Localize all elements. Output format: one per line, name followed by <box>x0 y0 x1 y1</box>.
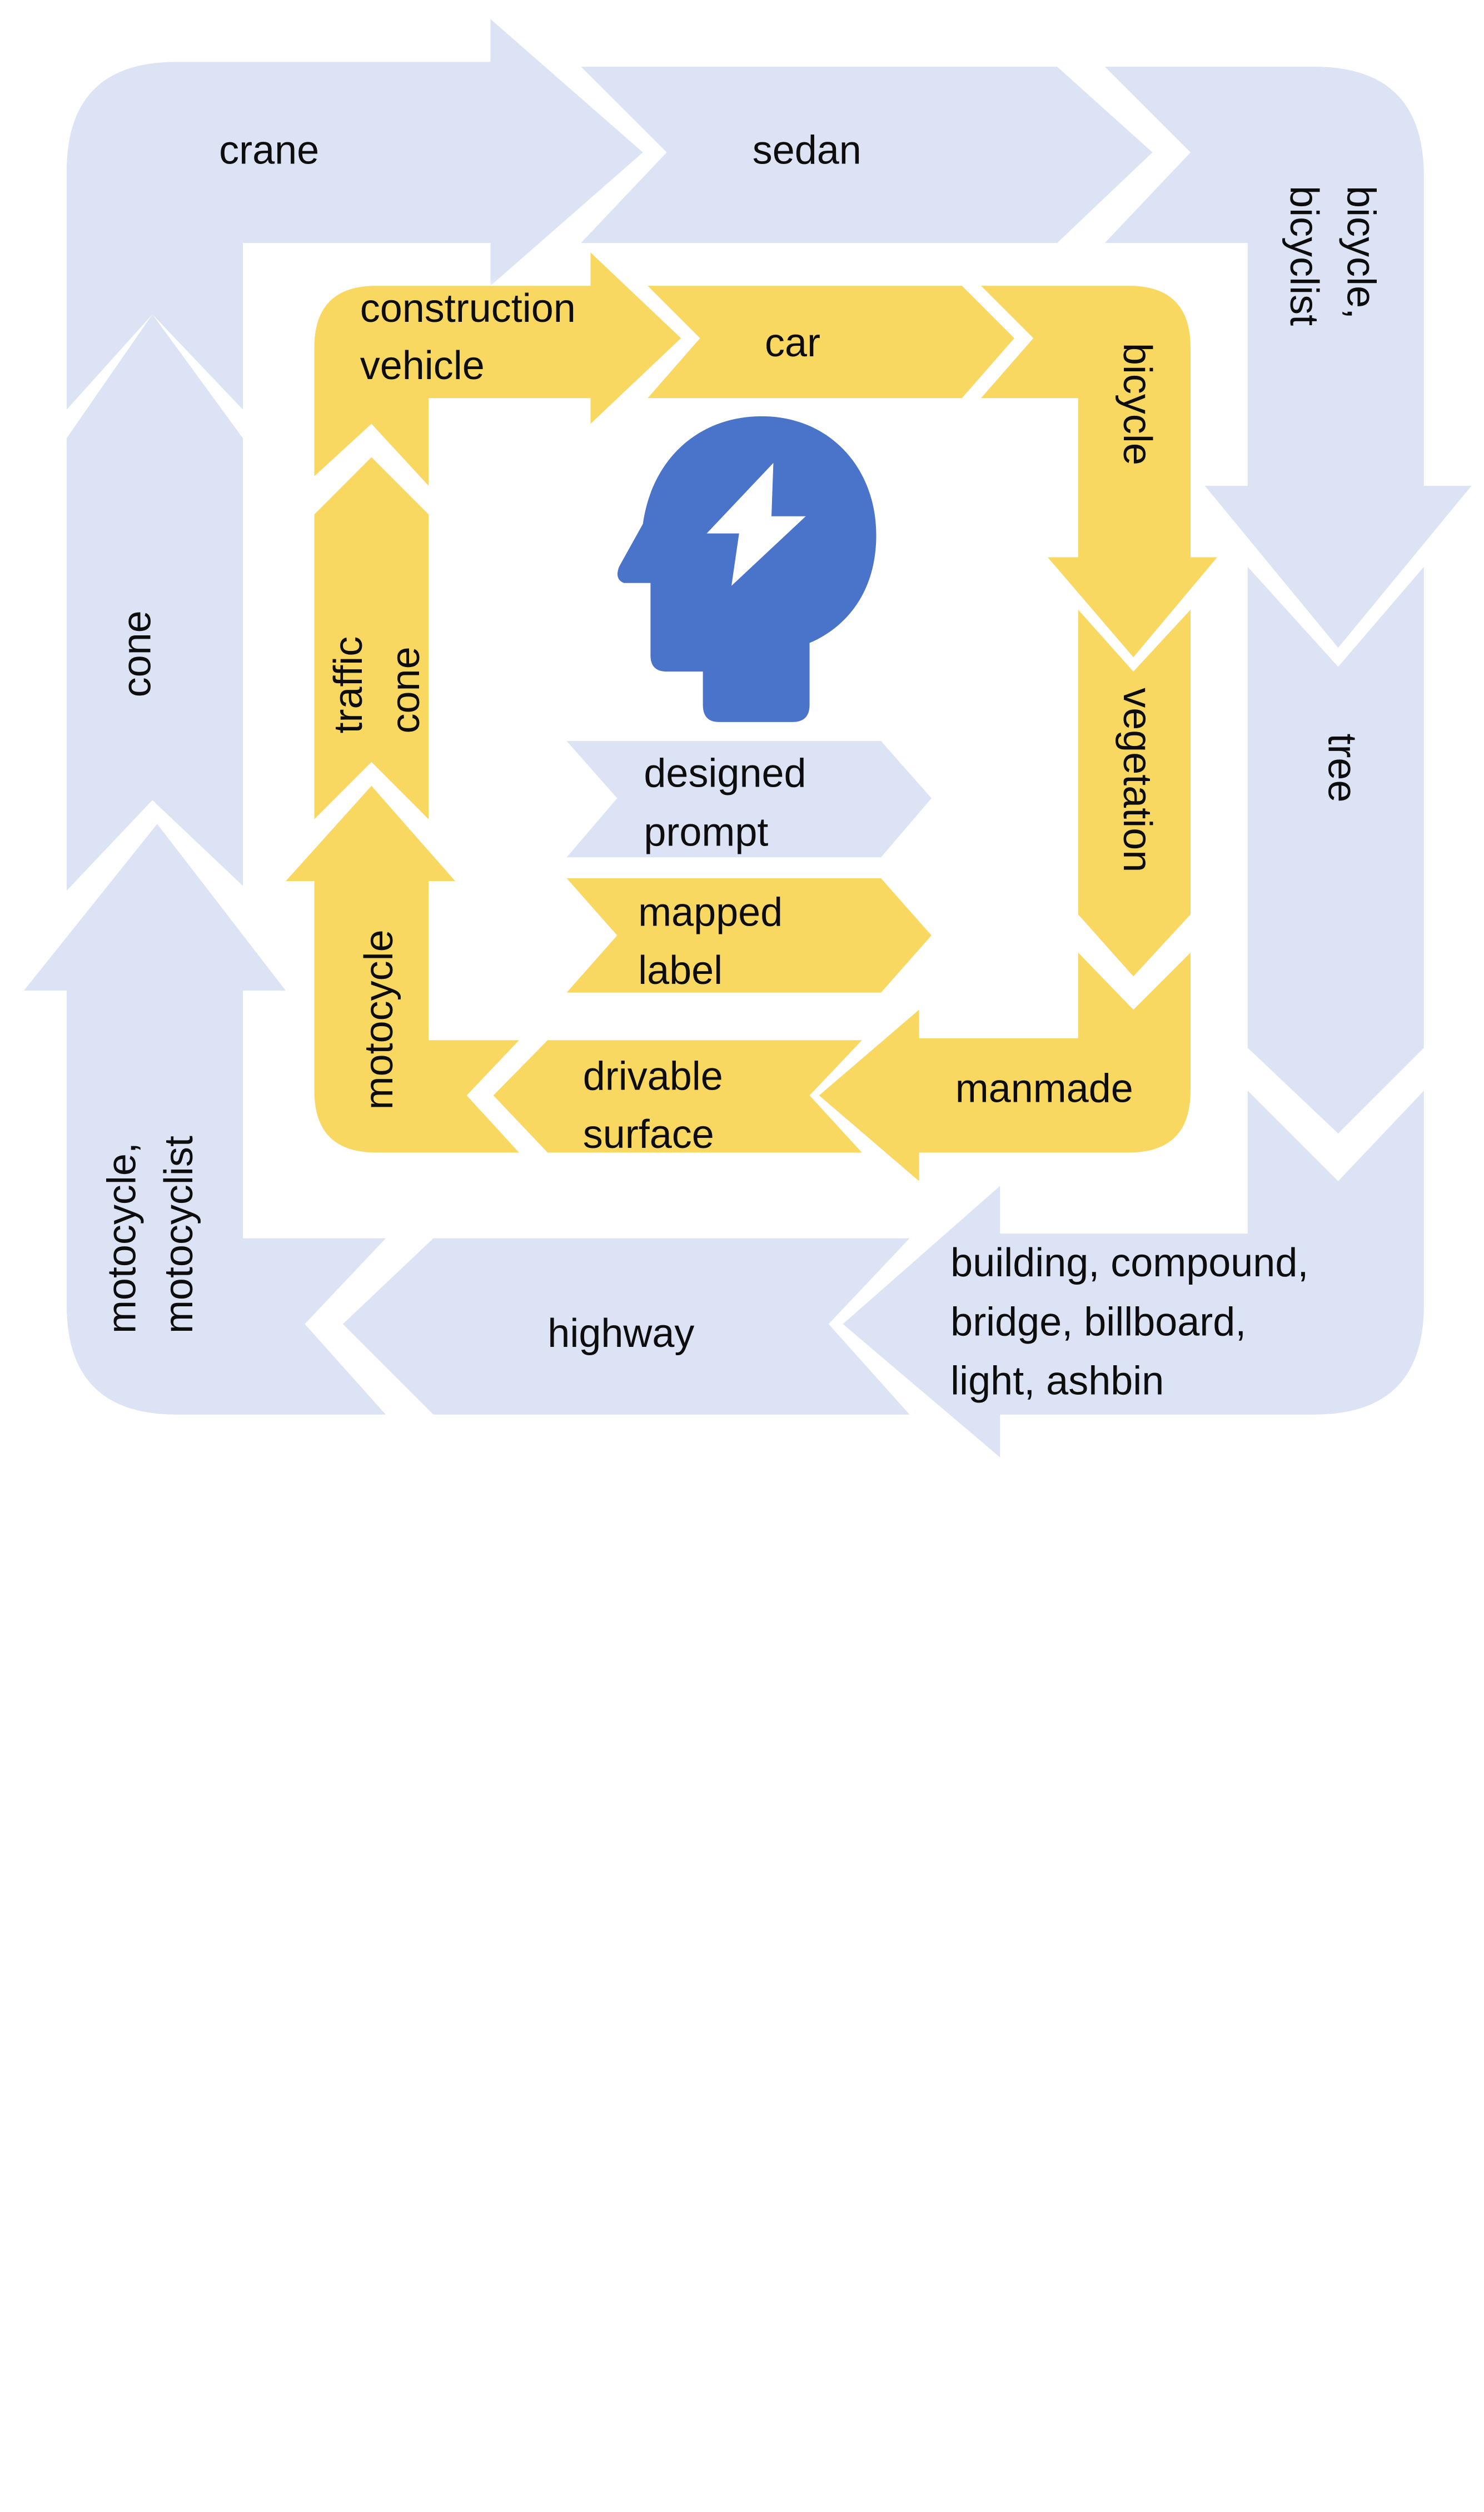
outer-label-bicyclist-line: bicyclist <box>1282 186 1326 326</box>
inner-arrow-vegetation <box>1078 609 1191 977</box>
category-mapping-diagram: crane sedan bicycle, bicyclist tree buil… <box>23 19 1472 1458</box>
outer-label-tree: tree <box>1319 733 1364 802</box>
outer-arrow-highway <box>342 1238 910 1415</box>
outer-label-building-line-3: light, ashbin <box>950 1359 1164 1404</box>
outer-label-building: building, compound, bridge, billboard, l… <box>950 1241 1308 1403</box>
brain-lightning-head-icon <box>617 416 877 722</box>
inner-label-manmade: manmade <box>955 1067 1133 1111</box>
inner-label-ring <box>286 252 1217 1181</box>
outer-arrow-bicycle-bicyclist <box>1104 66 1472 648</box>
outer-arrow-motocycle-motocyclist <box>23 824 386 1415</box>
inner-label-drivable-surface: drivable surface <box>583 1054 723 1157</box>
inner-label-traffic-cone: traffic cone <box>326 636 428 734</box>
inner-label-construction-line: construction <box>360 286 576 331</box>
legend-mapped-line: mapped <box>638 891 783 935</box>
outer-arrow-crane <box>66 19 643 410</box>
inner-arrow-drivable-surface <box>493 1040 862 1153</box>
inner-label-car: car <box>765 321 820 365</box>
inner-arrow-bicycle <box>981 286 1217 658</box>
inner-arrow-car <box>648 286 1014 399</box>
outer-arrow-cone <box>66 314 243 891</box>
outer-label-cone: cone <box>115 610 160 697</box>
outer-label-motocycle-motocyclist: motocycle, motocyclist <box>99 1136 201 1334</box>
outer-arrow-sedan <box>581 66 1153 243</box>
legend-designed-prompt: designed prompt <box>644 751 806 854</box>
outer-label-building-line-2: bridge, billboard, <box>950 1300 1246 1344</box>
outer-arrow-building <box>843 1091 1424 1458</box>
inner-arrow-traffic-cone <box>314 457 429 819</box>
legend-label-line: label <box>638 948 723 993</box>
inner-arrow-motocycle <box>286 785 519 1153</box>
legend-prompt-line: prompt <box>644 810 768 855</box>
inner-arrow-manmade <box>819 952 1191 1181</box>
legend-designed-line: designed <box>644 751 806 795</box>
outer-label-motocycle-line: motocycle, <box>99 1142 144 1334</box>
legend-prompt-arrow <box>566 741 932 858</box>
inner-label-vegetation: vegetation <box>1115 688 1159 872</box>
legend-mapped-label: mapped label <box>638 891 783 993</box>
inner-label-bicycle: bicycle <box>1115 343 1159 465</box>
outer-label-building-line-1: building, compound, <box>950 1241 1308 1285</box>
inner-label-surface-line: surface <box>583 1112 714 1157</box>
inner-label-drivable-line: drivable <box>583 1054 723 1098</box>
inner-label-vehicle-line: vehicle <box>360 344 485 388</box>
inner-label-construction-vehicle: construction vehicle <box>360 286 576 388</box>
outer-label-bicycle-line: bicycle, <box>1339 186 1383 319</box>
outer-label-highway: highway <box>547 1311 694 1356</box>
outer-prompt-ring <box>23 19 1472 1458</box>
inner-label-cone-line: cone <box>384 646 428 733</box>
outer-label-bicycle-bicyclist: bicycle, bicyclist <box>1282 186 1383 326</box>
outer-label-motocyclist-line: motocyclist <box>157 1136 201 1334</box>
outer-label-sedan: sedan <box>753 128 861 173</box>
outer-arrow-tree <box>1247 566 1424 1134</box>
legend-label-arrow <box>566 878 932 993</box>
inner-arrow-construction-vehicle <box>314 252 681 486</box>
outer-label-crane: crane <box>219 128 319 173</box>
inner-label-motocycle: motocycle <box>357 929 401 1110</box>
inner-label-traffic-line: traffic <box>326 636 371 734</box>
